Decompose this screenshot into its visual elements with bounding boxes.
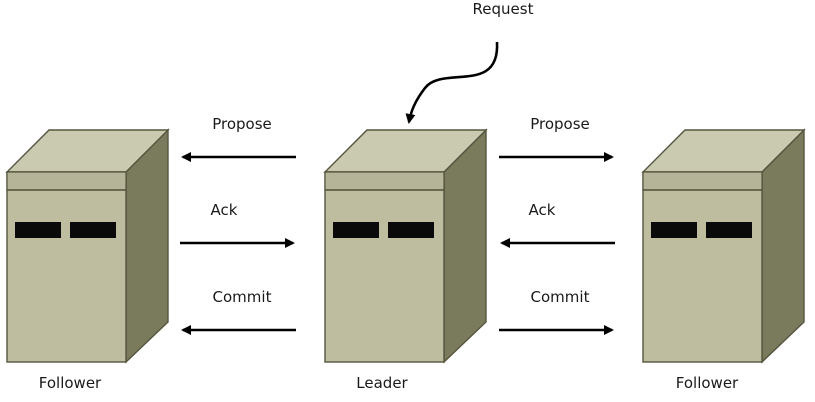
commit-label-left: Commit bbox=[213, 288, 272, 306]
commit-label-right: Commit bbox=[531, 288, 590, 306]
follower-server-right bbox=[641, 128, 806, 364]
leader-server bbox=[323, 128, 488, 364]
leader-label: Leader bbox=[356, 374, 408, 392]
ack-label-left: Ack bbox=[211, 201, 238, 219]
follower-label-left: Follower bbox=[39, 374, 102, 392]
drive-slot bbox=[15, 222, 61, 238]
follower-server-left bbox=[5, 128, 170, 364]
drive-slot bbox=[70, 222, 116, 238]
ack-label-right: Ack bbox=[529, 201, 556, 219]
drive-slot bbox=[706, 222, 752, 238]
request-arrow bbox=[405, 41, 499, 124]
request-label: Request bbox=[473, 0, 534, 18]
propose-label-left: Propose bbox=[212, 115, 272, 133]
propose-label-right: Propose bbox=[530, 115, 590, 133]
drive-slot bbox=[651, 222, 697, 238]
follower-label-right: Follower bbox=[676, 374, 739, 392]
drive-slot bbox=[333, 222, 379, 238]
drive-slot bbox=[388, 222, 434, 238]
